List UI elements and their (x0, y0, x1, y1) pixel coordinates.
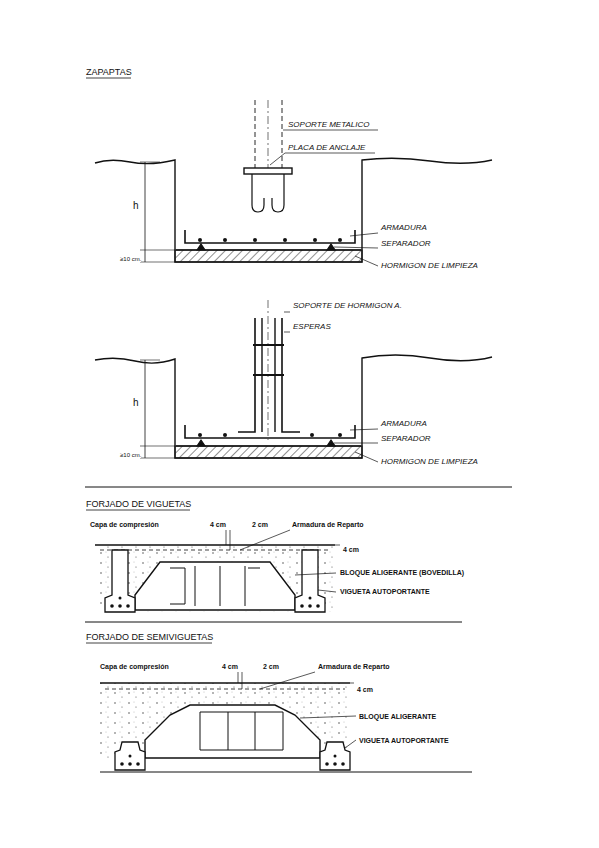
part-name: Armadura de Reparto (318, 663, 390, 670)
dimension: h (133, 201, 139, 211)
part-name: SOPORTE METALICO (288, 121, 370, 129)
part-name: Capa de compresión (100, 663, 169, 670)
part-name: VIGUETA AUTOPORTANTE (359, 737, 449, 744)
section-heading: FORJADO DE SEMIVIGUETAS (86, 633, 213, 642)
part-name: ARMADURA (381, 420, 427, 428)
dimension: ≥10 cm. (120, 256, 141, 262)
part-name: SEPARADOR (381, 240, 431, 248)
part-name: SOPORTE DE HORMIGON A. (293, 302, 402, 310)
part-name: Armadura de Reparto (292, 521, 364, 528)
part-name: SEPARADOR (381, 435, 431, 443)
part-name: Capa de compresión (90, 521, 159, 528)
part-name: PLACA DE ANCLAJE (288, 144, 365, 152)
dimension: 4 cm (343, 546, 359, 553)
part-name: VIGUETA AUTOPORTANTE (340, 588, 430, 595)
part-name: HORMIGON DE LIMPIEZA (381, 262, 478, 270)
dimension: h (133, 398, 139, 408)
dimension: 4 cm (210, 521, 226, 528)
part-name: HORMIGON DE LIMPIEZA (381, 458, 478, 466)
part-name: ESPERAS (293, 323, 331, 331)
dimension: ≥10 cm. (120, 452, 141, 458)
part-name: BLOQUE ALIGERANTE (BOVEDILLA) (340, 569, 464, 576)
section-heading: ZAPAPTAS (86, 68, 132, 77)
dimension: 2 cm (263, 663, 279, 670)
dimension: 2 cm (252, 521, 268, 528)
part-name: ARMADURA (381, 224, 427, 232)
part-name: BLOQUE ALIGERANTE (359, 713, 436, 720)
dimension: 4 cm (222, 663, 238, 670)
section-heading: FORJADO DE VIGUETAS (86, 500, 191, 509)
dimension: 4 cm (357, 686, 373, 693)
